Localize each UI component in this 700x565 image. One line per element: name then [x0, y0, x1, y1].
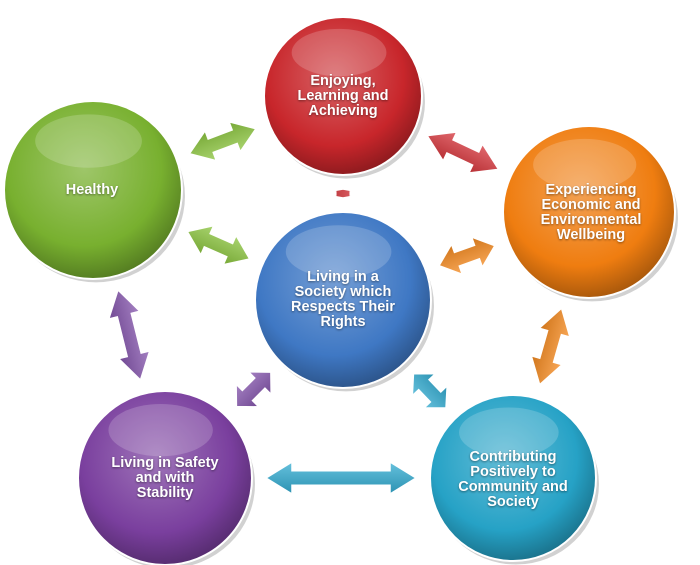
circle-left	[3, 100, 185, 283]
arrow-bottom-right-center	[411, 372, 449, 409]
circle-right	[502, 125, 678, 302]
arrow-left-center	[186, 224, 251, 266]
arrow-top-right	[425, 131, 500, 174]
arrow-top-left	[188, 120, 258, 162]
outcome-circles	[3, 16, 678, 565]
circle-bottom-left	[77, 390, 255, 565]
arrow-top-center	[326, 188, 360, 199]
circle-center	[254, 211, 434, 392]
arrow-bottom-left-bottom-right	[264, 460, 418, 496]
arrow-left-bottom-left	[107, 288, 151, 382]
arrow-right-center	[437, 235, 496, 276]
circle-top	[263, 16, 425, 179]
arrow-bottom-left-center	[235, 371, 272, 408]
connector-arrows	[107, 120, 572, 496]
arrow-right-bottom-right	[530, 306, 572, 387]
circle-bottom-right	[429, 394, 599, 565]
